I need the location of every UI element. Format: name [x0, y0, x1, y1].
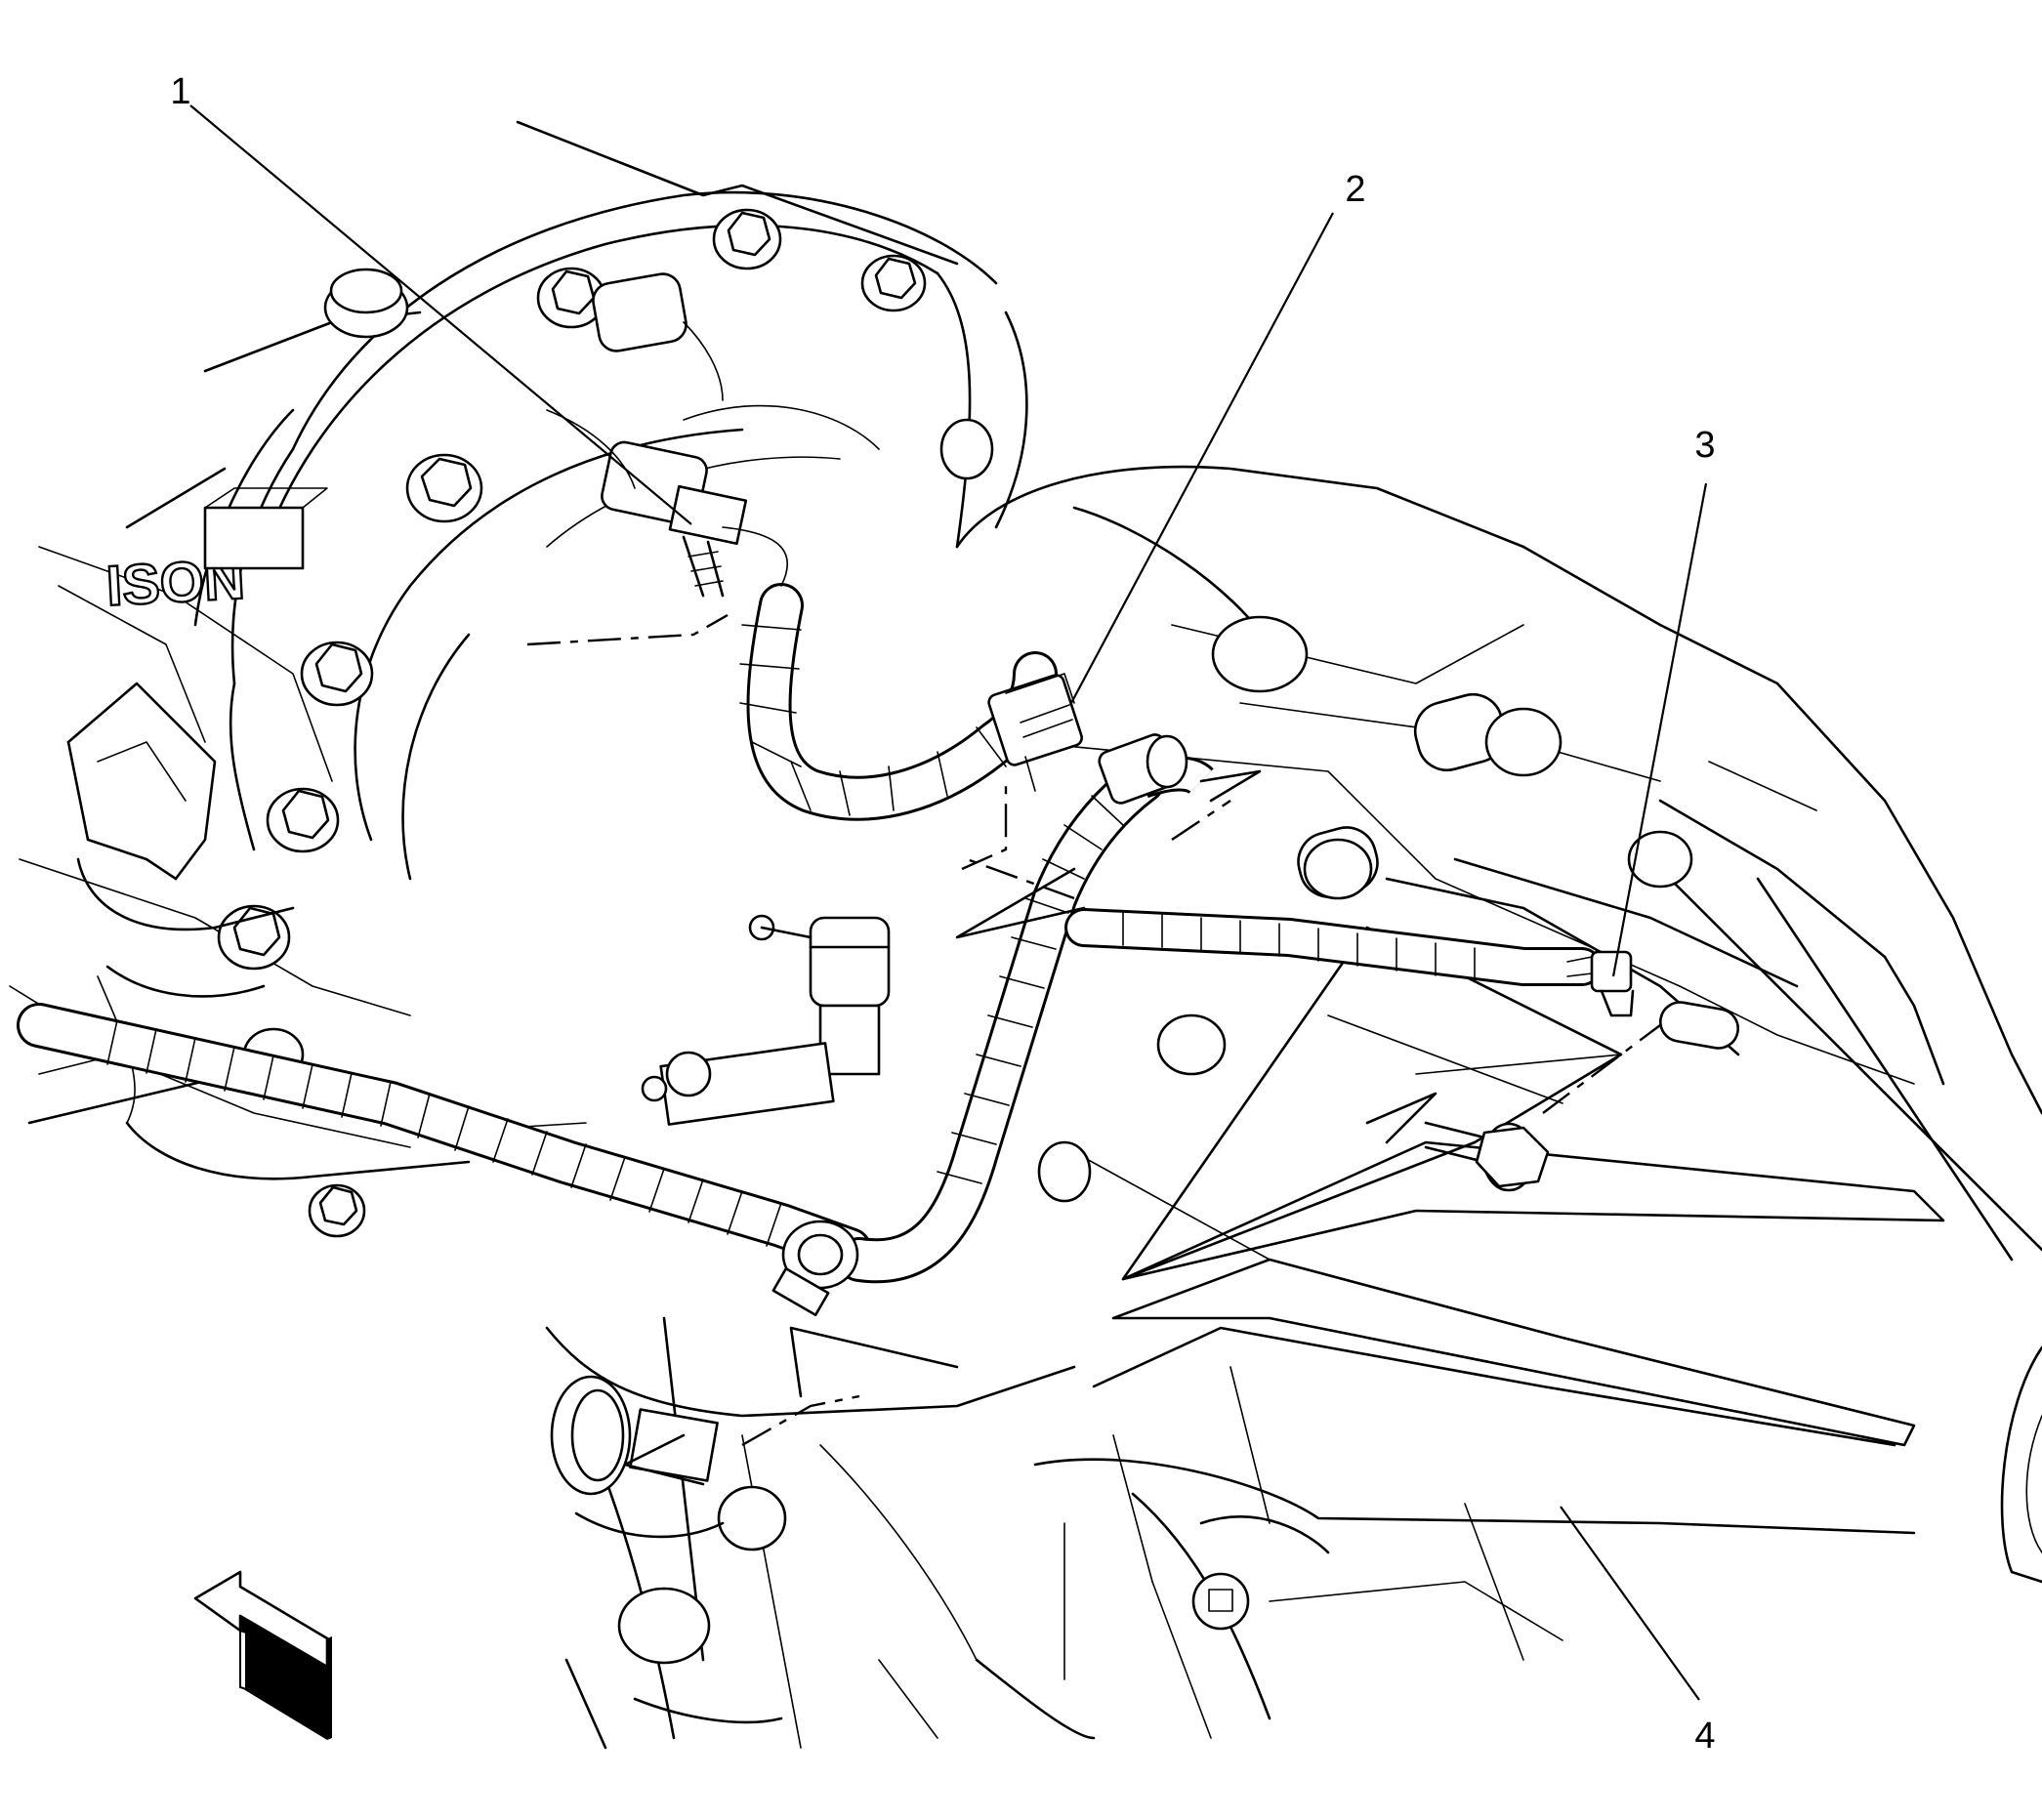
transmission-case — [9, 120, 2042, 1749]
shading-wedges — [623, 769, 1438, 1486]
leader-lines — [189, 104, 1708, 1701]
component-1-connector — [546, 409, 788, 598]
harness-clip — [771, 1220, 859, 1317]
callout-3-label: 3 — [1694, 425, 1716, 466]
callout-4-label: 4 — [1694, 1716, 1716, 1757]
bolt-heads — [203, 208, 994, 1238]
casting-text: ISON — [104, 548, 246, 618]
callout-1-label: 1 — [170, 71, 191, 112]
lower-sensor — [641, 914, 891, 1126]
callout-2-label: 2 — [1345, 169, 1366, 210]
component-2-connector — [987, 673, 1188, 805]
component-3-connector — [1566, 950, 1635, 1017]
case-bosses — [1037, 615, 1739, 1203]
bell-housing: ISON — [104, 190, 1028, 1238]
front-mount — [550, 1375, 787, 1750]
phantom-lines — [526, 613, 1661, 1447]
frame-rail — [27, 682, 295, 1125]
front-arrow-icon — [193, 1570, 332, 1740]
